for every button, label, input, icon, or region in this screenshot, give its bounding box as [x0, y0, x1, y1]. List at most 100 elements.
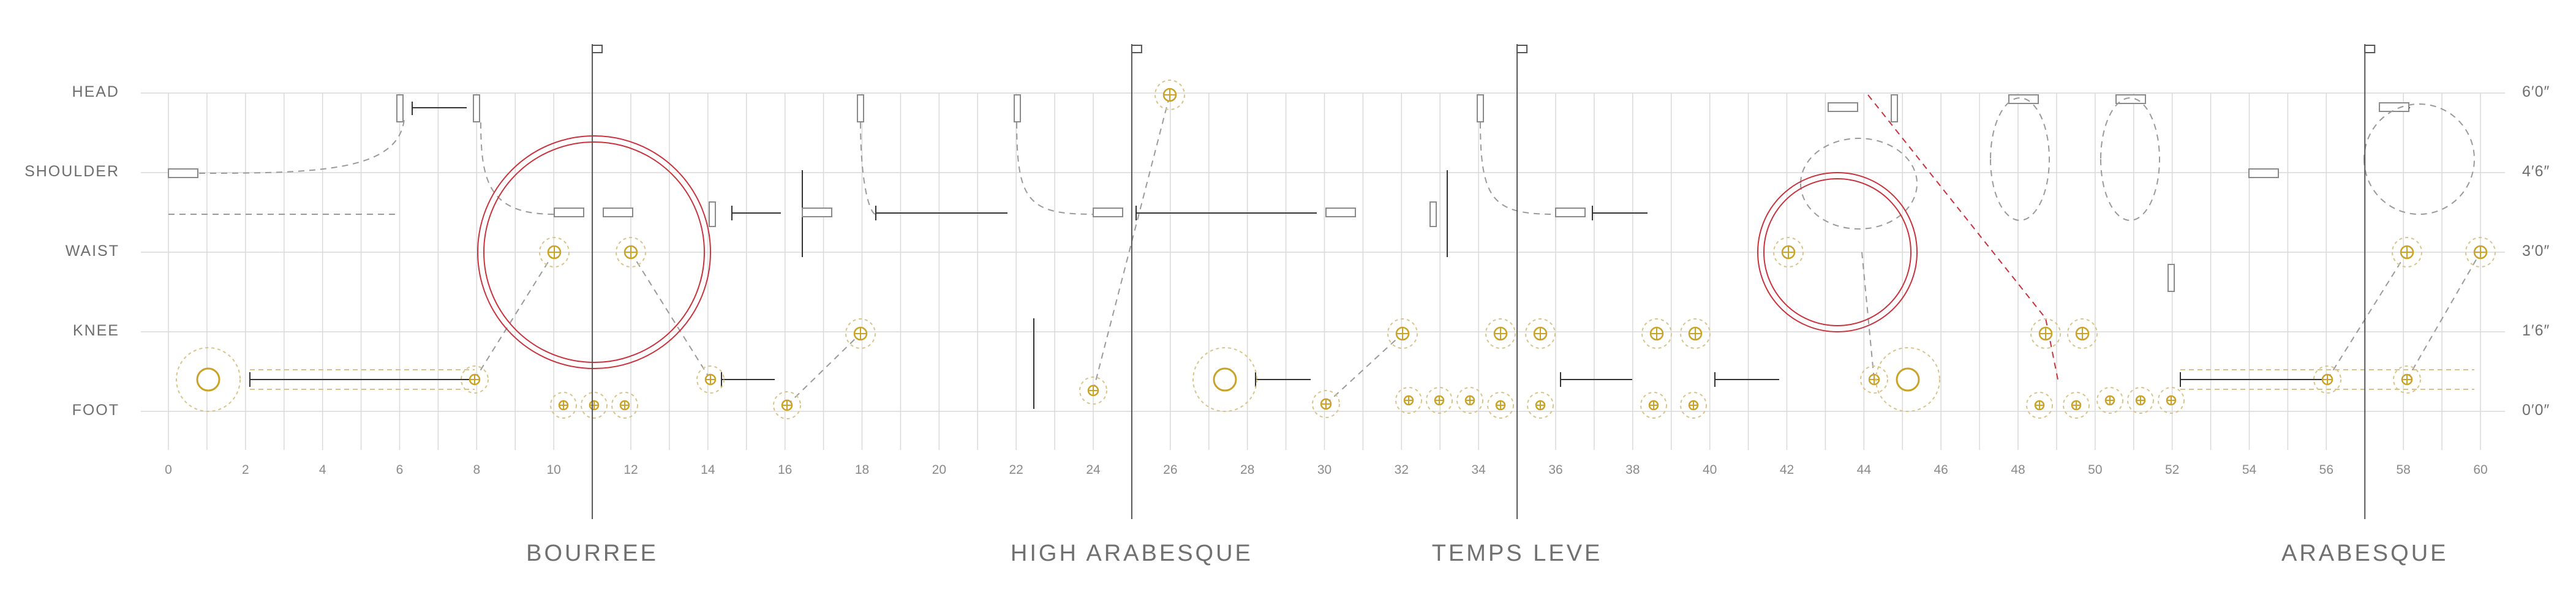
count-tick-label: 48 [2011, 463, 2025, 477]
count-tick-label: 22 [1009, 463, 1023, 477]
count-tick-label: 24 [1086, 463, 1101, 477]
count-tick-label: 36 [1548, 463, 1562, 477]
height-label-knee: 1′6″ [2522, 322, 2550, 339]
joint-target-icon [1680, 392, 1707, 419]
joint-target-icon [176, 347, 241, 412]
joint-target-icon [696, 365, 725, 394]
joint-target-icon [1527, 392, 1554, 419]
count-tick-label: 44 [1857, 463, 1872, 477]
joint-target-icon [1387, 318, 1418, 349]
level-label-waist: WAIST [66, 242, 119, 260]
level-label-knee: KNEE [73, 322, 119, 339]
joint-target-icon [1192, 347, 1257, 412]
count-tick-label: 18 [855, 463, 869, 477]
flag-icon [592, 45, 603, 53]
movement-labels: BOURREE HIGH ARABESQUE TEMPS LEVE ARABESQUE [526, 541, 2449, 566]
joint-target-icon [1395, 387, 1422, 414]
hold-bar-upper [412, 102, 2410, 220]
hold-bar-dashed [250, 369, 2474, 390]
joint-target-icon [2127, 387, 2154, 414]
joint-target-icon [2026, 392, 2053, 419]
joint-target-icon [1456, 387, 1483, 414]
level-gridlines [141, 92, 2505, 412]
joint-target-icon [1640, 392, 1667, 419]
joint-target-icon [1860, 365, 1888, 394]
level-label-head: HEAD [72, 83, 119, 100]
flag-icon [2364, 45, 2376, 53]
count-tick-label: 58 [2396, 463, 2410, 477]
joint-target-icon [581, 392, 608, 419]
motion-trails [168, 94, 2481, 406]
count-tick-label: 60 [2473, 463, 2487, 477]
joint-target-icon [550, 392, 577, 419]
count-tick-label: 38 [1625, 463, 1640, 477]
count-tick-label: 2 [242, 463, 249, 477]
count-tick-label: 14 [701, 463, 715, 477]
joint-target-icon [1641, 318, 1672, 349]
flag-icon [1131, 45, 1142, 53]
joint-target-icon [1680, 318, 1711, 349]
count-tick-label: 56 [2319, 463, 2333, 477]
joint-target-icon [539, 237, 570, 268]
movement-label: BOURREE [526, 541, 658, 566]
joint-target-icon [1485, 318, 1516, 349]
joint-target-icon [2465, 237, 2496, 268]
hold-bar [249, 372, 2324, 387]
joint-target-icon [845, 318, 876, 349]
joint-target-icon [2392, 237, 2422, 268]
count-tick-label: 52 [2165, 463, 2179, 477]
joint-target-icon [1079, 376, 1107, 405]
count-tick-label: 6 [396, 463, 404, 477]
height-label-foot: 0′0″ [2522, 402, 2550, 419]
joint-target-icon [773, 391, 801, 419]
count-tick-label: 28 [1240, 463, 1254, 477]
movement-label: TEMPS LEVE [1432, 541, 1603, 566]
joint-target-icon [1487, 392, 1514, 419]
joint-target-icon [461, 365, 489, 394]
left-level-labels: HEAD SHOULDER WAIST KNEE FOOT [24, 83, 119, 419]
flag-icon [1516, 45, 1528, 53]
count-tick-label: 4 [319, 463, 326, 477]
posture-blocks [168, 94, 2409, 292]
joint-target-icon [611, 392, 638, 419]
joint-target-icon [2063, 392, 2090, 419]
joint-target-icon [1154, 80, 1185, 110]
joint-target-icon [1312, 390, 1340, 418]
joint-target-icon [2067, 318, 2098, 349]
count-gridlines [168, 93, 2481, 450]
joint-target-icon [616, 237, 646, 268]
joint-target-icon [1426, 387, 1453, 414]
count-tick-label: 42 [1780, 463, 1794, 477]
movement-label: ARABESQUE [2281, 541, 2449, 566]
count-tick-label: 34 [1471, 463, 1486, 477]
joint-target-icon [2313, 365, 2341, 394]
count-tick-label: 50 [2088, 463, 2102, 477]
count-tick-label: 30 [1317, 463, 1331, 477]
joint-target-icon [1875, 347, 1940, 412]
level-label-shoulder: SHOULDER [24, 163, 119, 180]
joint-target-icon [2158, 387, 2185, 414]
notation-marks [168, 94, 2481, 409]
count-tick-label: 26 [1163, 463, 1177, 477]
movement-flags [592, 44, 2376, 519]
count-tick-label: 16 [778, 463, 792, 477]
height-label-waist: 3′0″ [2522, 242, 2550, 260]
count-tick-label: 32 [1395, 463, 1409, 477]
count-tick-label: 10 [546, 463, 560, 477]
joint-target-icon [1525, 318, 1556, 349]
height-label-shoulder: 4′6″ [2522, 163, 2550, 180]
staff-marker [802, 170, 1448, 409]
count-tick-label: 12 [623, 463, 638, 477]
level-label-foot: FOOT [72, 402, 119, 419]
right-height-labels: 6′0″ 4′6″ 3′0″ 1′6″ 0′0″ [2522, 83, 2550, 419]
joint-target-icon [2030, 318, 2061, 349]
accent-trail [1867, 94, 2058, 380]
joint-target-icon [2096, 387, 2123, 414]
height-label-head: 6′0″ [2522, 83, 2550, 100]
count-tick-label: 46 [1934, 463, 1948, 477]
count-tick-label: 8 [473, 463, 480, 477]
movement-label: HIGH ARABESQUE [1011, 541, 1253, 566]
count-tick-label: 20 [932, 463, 946, 477]
joint-target-icon [2393, 365, 2421, 394]
